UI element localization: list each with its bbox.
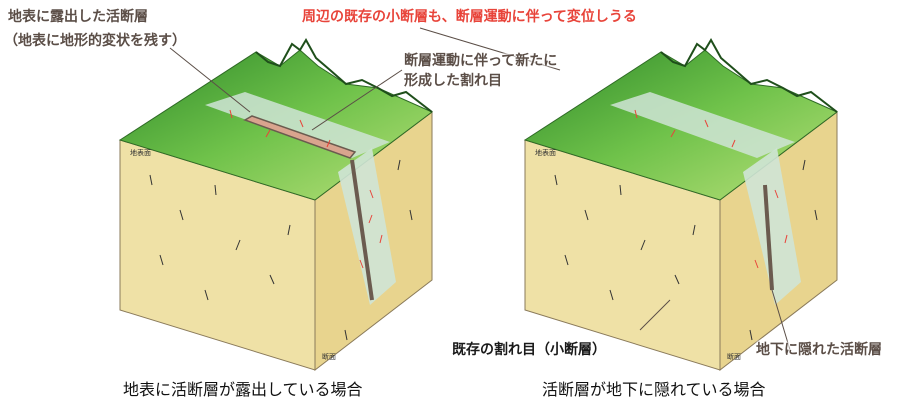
right-block-diagram — [419, 27, 838, 372]
label-existing-cracks: 既存の割れ目（小断層） — [452, 342, 606, 358]
right-section-label: 断面 — [727, 353, 741, 361]
label-new-cracks-line1: 断層運動に伴って新たに — [404, 53, 558, 69]
left-ground-surface-label: 地表面 — [130, 149, 151, 157]
leader-new-cracks — [311, 69, 403, 131]
caption-right: 活断層が地下に隠れている場合 — [542, 380, 766, 399]
left-new-cracks — [229, 109, 383, 269]
left-mountain-ridge — [255, 38, 433, 113]
left-fault-section-line — [350, 159, 374, 301]
right-hidden-fault-line — [763, 184, 774, 291]
left-existing-cracks — [149, 159, 413, 341]
left-block-diagram — [118, 38, 433, 372]
label-new-cracks-line2: 形成した割れ目 — [404, 73, 502, 89]
right-ground-surface-label: 地表面 — [535, 149, 556, 157]
label-small-faults-displace: 周辺の既存の小断層も、断層運動に伴って変位しうる — [302, 9, 637, 25]
right-fault-zone-side — [743, 148, 801, 305]
left-fault-zone-side — [338, 148, 396, 305]
right-existing-cracks — [554, 159, 818, 341]
left-section-label: 断面 — [322, 353, 336, 361]
left-fault-zone-top — [205, 92, 390, 158]
right-mountain-ridge — [660, 38, 838, 113]
label-exposed-fault: 地表に露出した活断層 — [8, 9, 148, 25]
left-fault-scarp — [243, 115, 357, 159]
leader-existing-cracks — [639, 299, 671, 331]
leader-hidden-fault — [771, 289, 791, 351]
leader-red-right — [419, 27, 561, 71]
caption-left: 地表に活断層が露出している場合 — [123, 380, 363, 399]
label-exposed-fault-sub: （地表に地形的変状を残す） — [4, 33, 186, 49]
right-fault-zone-top — [610, 92, 795, 158]
leader-exposed — [169, 47, 251, 113]
right-new-cracks — [634, 109, 788, 269]
label-hidden-fault: 地下に隠れた活断層 — [756, 342, 882, 358]
